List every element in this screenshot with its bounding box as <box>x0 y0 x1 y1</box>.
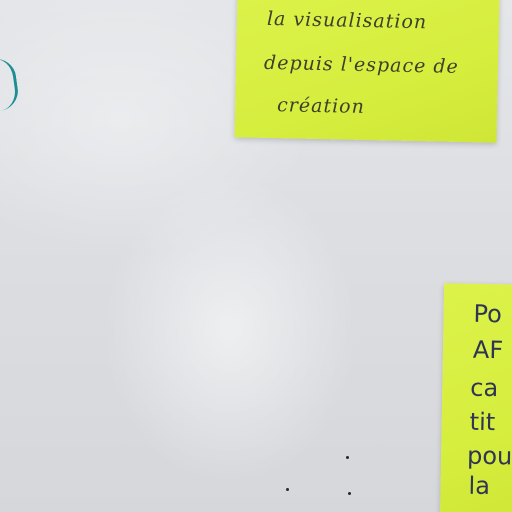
note-right-line-1: Po <box>473 299 503 329</box>
marker-stroke <box>0 56 21 112</box>
note-top-line-3: création <box>276 94 366 118</box>
sticky-note-right: Po AF ca tit pou la <box>439 283 512 512</box>
speck <box>346 456 349 459</box>
sticky-note-top: la visualisation depuis l'espace de créa… <box>234 0 500 143</box>
speck <box>286 488 289 491</box>
note-top-line-2: depuis l'espace de <box>263 51 460 78</box>
note-right-line-6: la <box>468 471 491 501</box>
speck <box>348 492 351 495</box>
note-right-line-5: pou <box>466 441 512 471</box>
note-right-line-4: tit <box>469 407 496 437</box>
note-top-line-1: la visualisation <box>266 7 428 34</box>
note-right-line-2: AF <box>472 335 504 365</box>
note-right-line-3: ca <box>470 373 499 403</box>
